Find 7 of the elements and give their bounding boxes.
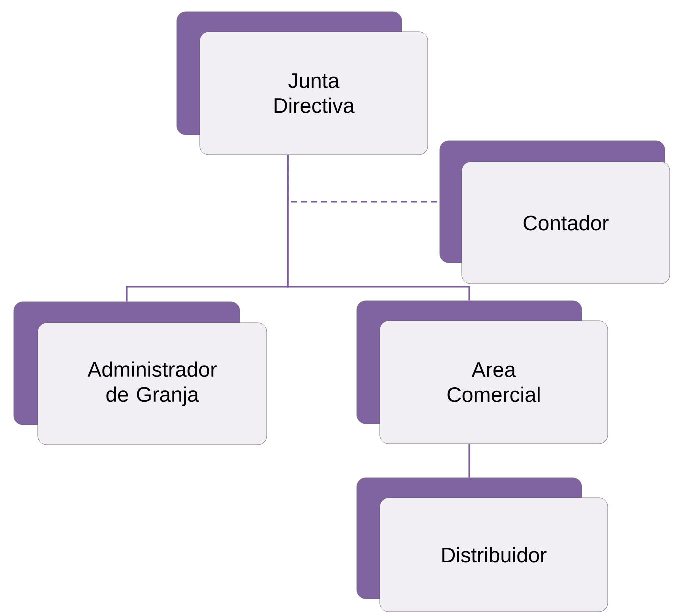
org-box: Area Comercial (356, 300, 608, 444)
org-box: Contador (440, 140, 670, 284)
org-box: Administrador de Granja (14, 302, 268, 446)
org-box: Junta Directiva (176, 12, 428, 156)
connector-line (468, 444, 470, 478)
connector-line (287, 155, 470, 301)
org-box: Distribuidor (356, 478, 608, 612)
